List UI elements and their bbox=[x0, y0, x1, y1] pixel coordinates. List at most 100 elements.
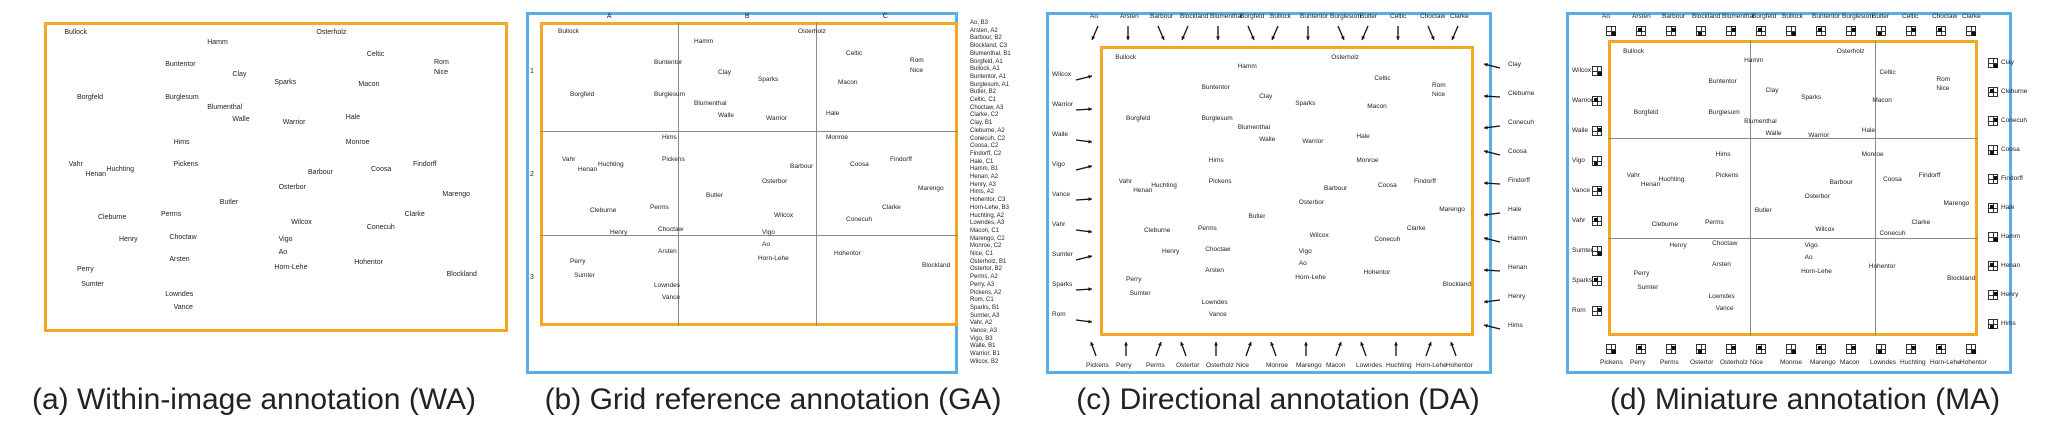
bottom-label: Monroe bbox=[1266, 362, 1289, 369]
map-c-label: Cleburne bbox=[1144, 226, 1171, 234]
miniature-icon bbox=[1756, 344, 1766, 354]
map-a-label: Conecuh bbox=[366, 223, 395, 231]
miniature-marker bbox=[1598, 72, 1602, 76]
map-a-label: Pickens bbox=[173, 161, 199, 169]
bottom-label: Ostertor bbox=[1176, 362, 1200, 369]
mini-bottom-label: Horn-Lehe bbox=[1930, 359, 1961, 366]
map-d-label: Vance bbox=[1715, 305, 1734, 313]
mini-top-label: Ao bbox=[1602, 13, 1610, 20]
map-b-label: Cleburne bbox=[590, 206, 617, 214]
miniature-icon bbox=[1988, 116, 1998, 126]
map-d-label: Butler bbox=[1754, 206, 1772, 214]
grid-index-item: Nice, C1 bbox=[970, 251, 994, 257]
left-label: Wilcox bbox=[1052, 71, 1072, 78]
arrow-head bbox=[1158, 342, 1162, 346]
arrow-head bbox=[1091, 36, 1096, 40]
mini-right-label: Henan bbox=[2001, 262, 2021, 269]
map-a-label: Barbour bbox=[308, 168, 333, 176]
miniature-icon bbox=[1636, 26, 1646, 36]
grid-index-item: Borgfeld, A1 bbox=[970, 58, 1003, 65]
grid-index-item: Clarke, C2 bbox=[970, 112, 999, 119]
miniature-marker bbox=[1994, 292, 1998, 296]
miniature-marker bbox=[1938, 346, 1942, 350]
map-a-label: Monroe bbox=[345, 138, 370, 146]
map-c-label: Marengo bbox=[1439, 205, 1465, 213]
mini-right-label: Conecuh bbox=[2001, 117, 2028, 124]
map-a-label: Nice bbox=[434, 68, 449, 76]
arrow-head bbox=[1484, 62, 1488, 67]
mini-left-label: Vance bbox=[1572, 187, 1590, 194]
map-a-label: Clay bbox=[232, 71, 247, 79]
miniature-icon bbox=[1906, 344, 1916, 354]
top-label: Clarke bbox=[1450, 13, 1469, 20]
map-b-label: Blumenthal bbox=[694, 100, 727, 108]
grid-index-item: Henry, A3 bbox=[970, 181, 996, 188]
map-c-label: Sparks bbox=[1295, 100, 1316, 108]
bottom-label: Nice bbox=[1236, 362, 1250, 369]
map-b-label: Henry bbox=[610, 228, 628, 236]
grid-index-item: Macon, C1 bbox=[970, 227, 1000, 234]
miniature-marker bbox=[1818, 346, 1822, 350]
arrow-head bbox=[1304, 342, 1308, 346]
map-b-label: Henan bbox=[578, 165, 598, 173]
miniature-marker bbox=[1758, 346, 1762, 350]
map-d-label: Hamm bbox=[1744, 57, 1764, 65]
map-a-label: Choctaw bbox=[169, 233, 197, 241]
map-d-label: Findorff bbox=[1918, 171, 1941, 179]
map-c-label: Hale bbox=[1356, 133, 1370, 141]
miniature-marker bbox=[1598, 308, 1602, 312]
miniature-marker bbox=[1672, 28, 1676, 32]
arrow-head bbox=[1394, 342, 1398, 346]
miniature-icon bbox=[1816, 26, 1826, 36]
arrow-head bbox=[1124, 342, 1128, 346]
arrow-head bbox=[1088, 287, 1092, 292]
map-a-label: Rom bbox=[434, 58, 449, 66]
grid-index-item: Findorff, C2 bbox=[970, 150, 1002, 157]
map-d-label: Sparks bbox=[1801, 94, 1822, 102]
map-c-label: Sumter bbox=[1129, 290, 1151, 298]
map-c-label: Ao bbox=[1298, 259, 1307, 267]
arrow-head bbox=[1484, 149, 1488, 154]
map-b-label: Vance bbox=[662, 293, 680, 301]
arrow-head bbox=[1088, 229, 1092, 234]
map-c-label: Perry bbox=[1126, 275, 1142, 283]
map-b-label: Osterbor bbox=[762, 177, 788, 185]
right-label: Hims bbox=[1508, 322, 1523, 329]
grid-index-item: Ao, B3 bbox=[970, 20, 989, 26]
map-a-label: Sumter bbox=[81, 281, 104, 289]
miniature-icon bbox=[1592, 306, 1602, 316]
grid-row-label: 2 bbox=[530, 170, 534, 178]
bottom-label: Perms bbox=[1146, 362, 1165, 369]
miniature-marker bbox=[1698, 350, 1702, 354]
miniature-icon bbox=[1786, 26, 1796, 36]
arrow-head bbox=[1484, 323, 1488, 328]
map-d-label: Nice bbox=[1936, 85, 1950, 93]
miniature-icon bbox=[1816, 344, 1826, 354]
miniature-marker bbox=[1594, 218, 1598, 222]
miniature-marker bbox=[1972, 350, 1976, 354]
miniature-marker bbox=[1792, 32, 1796, 36]
grid-index-item: Osterholz, B1 bbox=[970, 258, 1007, 265]
miniature-icon bbox=[1666, 344, 1676, 354]
arrow-head bbox=[1484, 125, 1488, 130]
mini-bottom-label: Marengo bbox=[1810, 359, 1836, 366]
map-a-label: Henry bbox=[119, 236, 138, 244]
map-a-label: Macon bbox=[358, 81, 380, 89]
map-c-label: Nice bbox=[1432, 91, 1446, 99]
map-a-label: Hale bbox=[345, 113, 361, 121]
map-c-label: Perms bbox=[1198, 224, 1217, 232]
right-label: Hamm bbox=[1508, 235, 1528, 242]
miniature-marker bbox=[1732, 28, 1736, 32]
miniature-marker bbox=[1612, 350, 1616, 354]
map-d-label: Choctaw bbox=[1712, 239, 1738, 247]
mini-left-label: Vahr bbox=[1572, 217, 1586, 224]
grid-row-label: 3 bbox=[530, 274, 534, 282]
miniature-icon bbox=[1696, 344, 1706, 354]
arrow-head bbox=[1484, 236, 1488, 241]
map-b-label: Conecuh bbox=[846, 216, 873, 224]
arrow-head bbox=[1270, 342, 1274, 346]
map-b-label: Sparks bbox=[758, 76, 779, 84]
miniature-icon bbox=[1756, 26, 1766, 36]
miniature-marker bbox=[1994, 64, 1998, 68]
mini-right-label: Hims bbox=[2001, 320, 2016, 327]
